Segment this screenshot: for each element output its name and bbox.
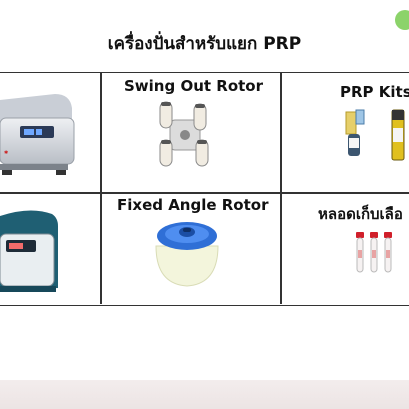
bottom-band [0, 380, 409, 409]
slide-title: เครื่องปั่นสำหรับแยก PRP [107, 34, 302, 54]
table-divider [0, 192, 409, 194]
cell-label-blood-tubes: หลอดเก็บเลือ [318, 205, 403, 223]
status-dot-icon [395, 10, 409, 30]
table-divider [280, 72, 282, 304]
fixed-angle-rotor-image [155, 222, 219, 287]
blood-tubes-image [356, 232, 392, 273]
table-divider [100, 72, 102, 304]
comparison-table [0, 72, 409, 306]
cell-label-swing-out-rotor: Swing Out Rotor [124, 77, 263, 95]
benchtop-centrifuge-image: ✱ [0, 94, 75, 175]
cell-label-prp-kits: PRP Kits [340, 83, 409, 101]
swing-out-rotor-image [159, 101, 209, 167]
teal-centrifuge-image [0, 210, 58, 292]
svg-text:✱: ✱ [4, 150, 9, 156]
prp-kits-image [345, 109, 405, 161]
cell-label-fixed-angle-rotor: Fixed Angle Rotor [117, 196, 269, 214]
